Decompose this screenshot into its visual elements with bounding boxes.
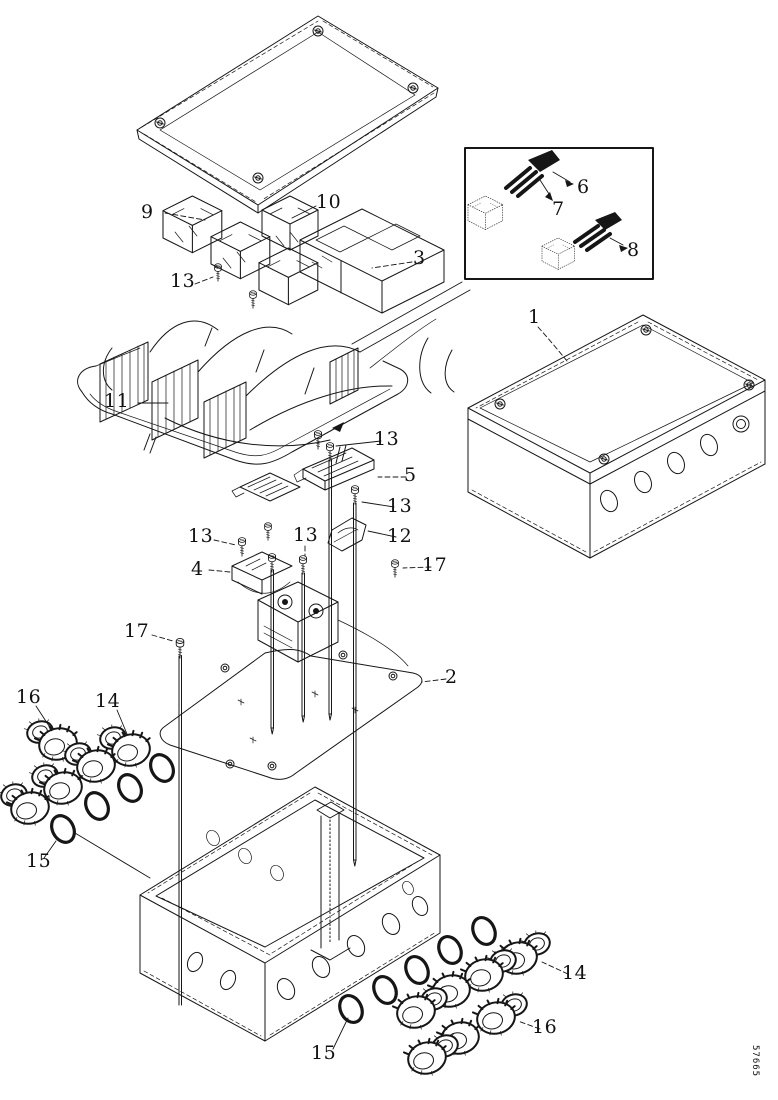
callout-part-13: 13: [293, 524, 319, 546]
callout-part-13: 13: [387, 495, 413, 517]
relay-10: [261, 195, 319, 251]
callout-part-10: 10: [316, 191, 342, 213]
terminal-wedge: [231, 472, 301, 502]
bracket-4: [231, 551, 293, 595]
bracket-5: [293, 447, 375, 491]
drawing-number: 57665: [750, 1045, 760, 1078]
callout-part-2: 2: [445, 666, 458, 688]
relay-block-3: [299, 208, 445, 314]
callout-part-5: 5: [404, 464, 417, 486]
callout-part-4: 4: [191, 558, 204, 580]
mounting-plate-2: [159, 648, 423, 780]
callout-part-13: 13: [188, 525, 214, 547]
terminal-block-lower: [257, 581, 409, 667]
callout-part-16: 16: [16, 686, 42, 708]
relay-group-9: [162, 195, 319, 306]
screw-harness-top: [249, 290, 257, 309]
callout-part-17: 17: [124, 620, 150, 642]
center-pillar: [310, 801, 351, 961]
wiring-harness-11: [77, 318, 455, 465]
screws-13-17: [175, 430, 399, 1006]
callout-part-11: 11: [104, 390, 130, 412]
callout-part-17: 17: [422, 554, 448, 576]
gland-cluster-right: [333, 912, 554, 1082]
wire-assembly-6-7: [504, 150, 574, 201]
enclosure-base-open: [139, 786, 441, 1042]
callout-part-13: 13: [374, 428, 400, 450]
callout-part-1: 1: [528, 306, 541, 328]
callout-part-9: 9: [141, 201, 154, 223]
enclosure-lid: [136, 15, 439, 214]
callout-part-12: 12: [387, 525, 413, 547]
callout-part-7: 7: [552, 198, 565, 220]
gland-cluster-left: [0, 714, 180, 879]
callout-part-13: 13: [170, 270, 196, 292]
callout-part-15: 15: [26, 850, 52, 872]
callout-part-16: 16: [532, 1016, 558, 1038]
clamp-12: [327, 517, 367, 552]
callout-part-6: 6: [577, 176, 590, 198]
enclosure-closed-1: [467, 314, 766, 559]
inset-detail-box: [351, 147, 654, 353]
wire-assembly-8: [573, 212, 628, 252]
callout-part-14: 14: [95, 690, 121, 712]
callout-part-14: 14: [562, 962, 588, 984]
callout-part-15: 15: [311, 1042, 337, 1064]
callout-part-3: 3: [413, 247, 426, 269]
leader-lines: [35, 205, 569, 1050]
callout-part-8: 8: [627, 239, 640, 261]
inset-pointer-lines: [351, 281, 471, 353]
